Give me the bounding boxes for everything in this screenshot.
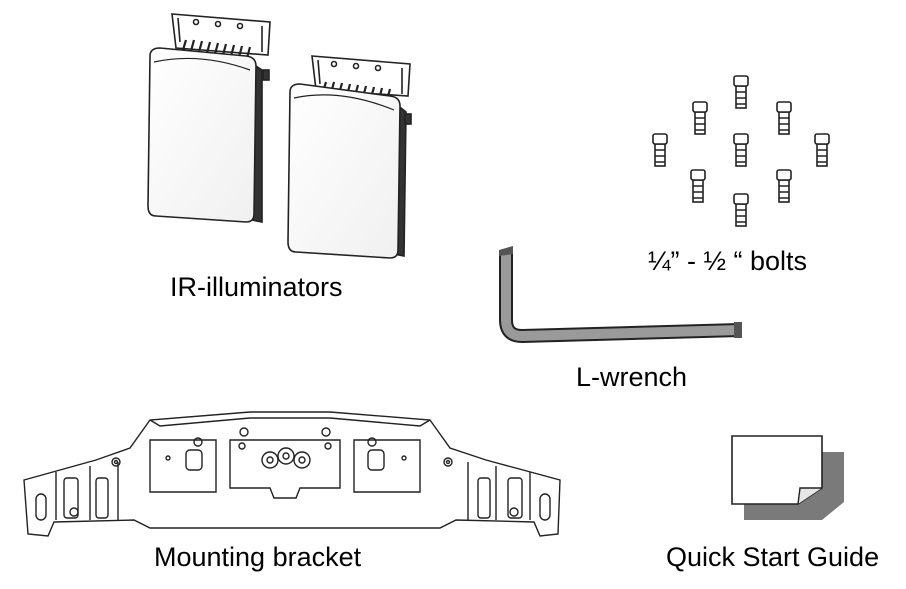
ir-illuminator-left bbox=[147, 13, 271, 223]
bolt-icon bbox=[652, 133, 668, 167]
bolt-icon bbox=[692, 101, 708, 135]
ir-illuminators-label: IR-illuminators bbox=[170, 272, 343, 302]
quick-start-guide-label: Quick Start Guide bbox=[666, 542, 880, 572]
bolt-icon bbox=[733, 75, 749, 109]
bolts-group bbox=[652, 75, 830, 227]
bolt-icon bbox=[733, 193, 749, 227]
bolt-icon bbox=[690, 169, 706, 203]
l-wrench-label: L-wrench bbox=[576, 362, 688, 392]
bolt-icon bbox=[733, 133, 749, 167]
bolt-icon bbox=[776, 169, 792, 203]
mounting-bracket-label: Mounting bracket bbox=[154, 542, 362, 572]
mounting-bracket-drawing bbox=[23, 411, 561, 537]
quick-start-guide-drawing bbox=[731, 435, 844, 520]
ir-illuminator-right bbox=[287, 55, 412, 259]
bolt-icon bbox=[814, 133, 830, 167]
l-wrench-drawing bbox=[499, 246, 742, 343]
bolts-label: ¼” - ½ “ bolts bbox=[648, 246, 808, 276]
bolt-icon bbox=[776, 101, 792, 135]
